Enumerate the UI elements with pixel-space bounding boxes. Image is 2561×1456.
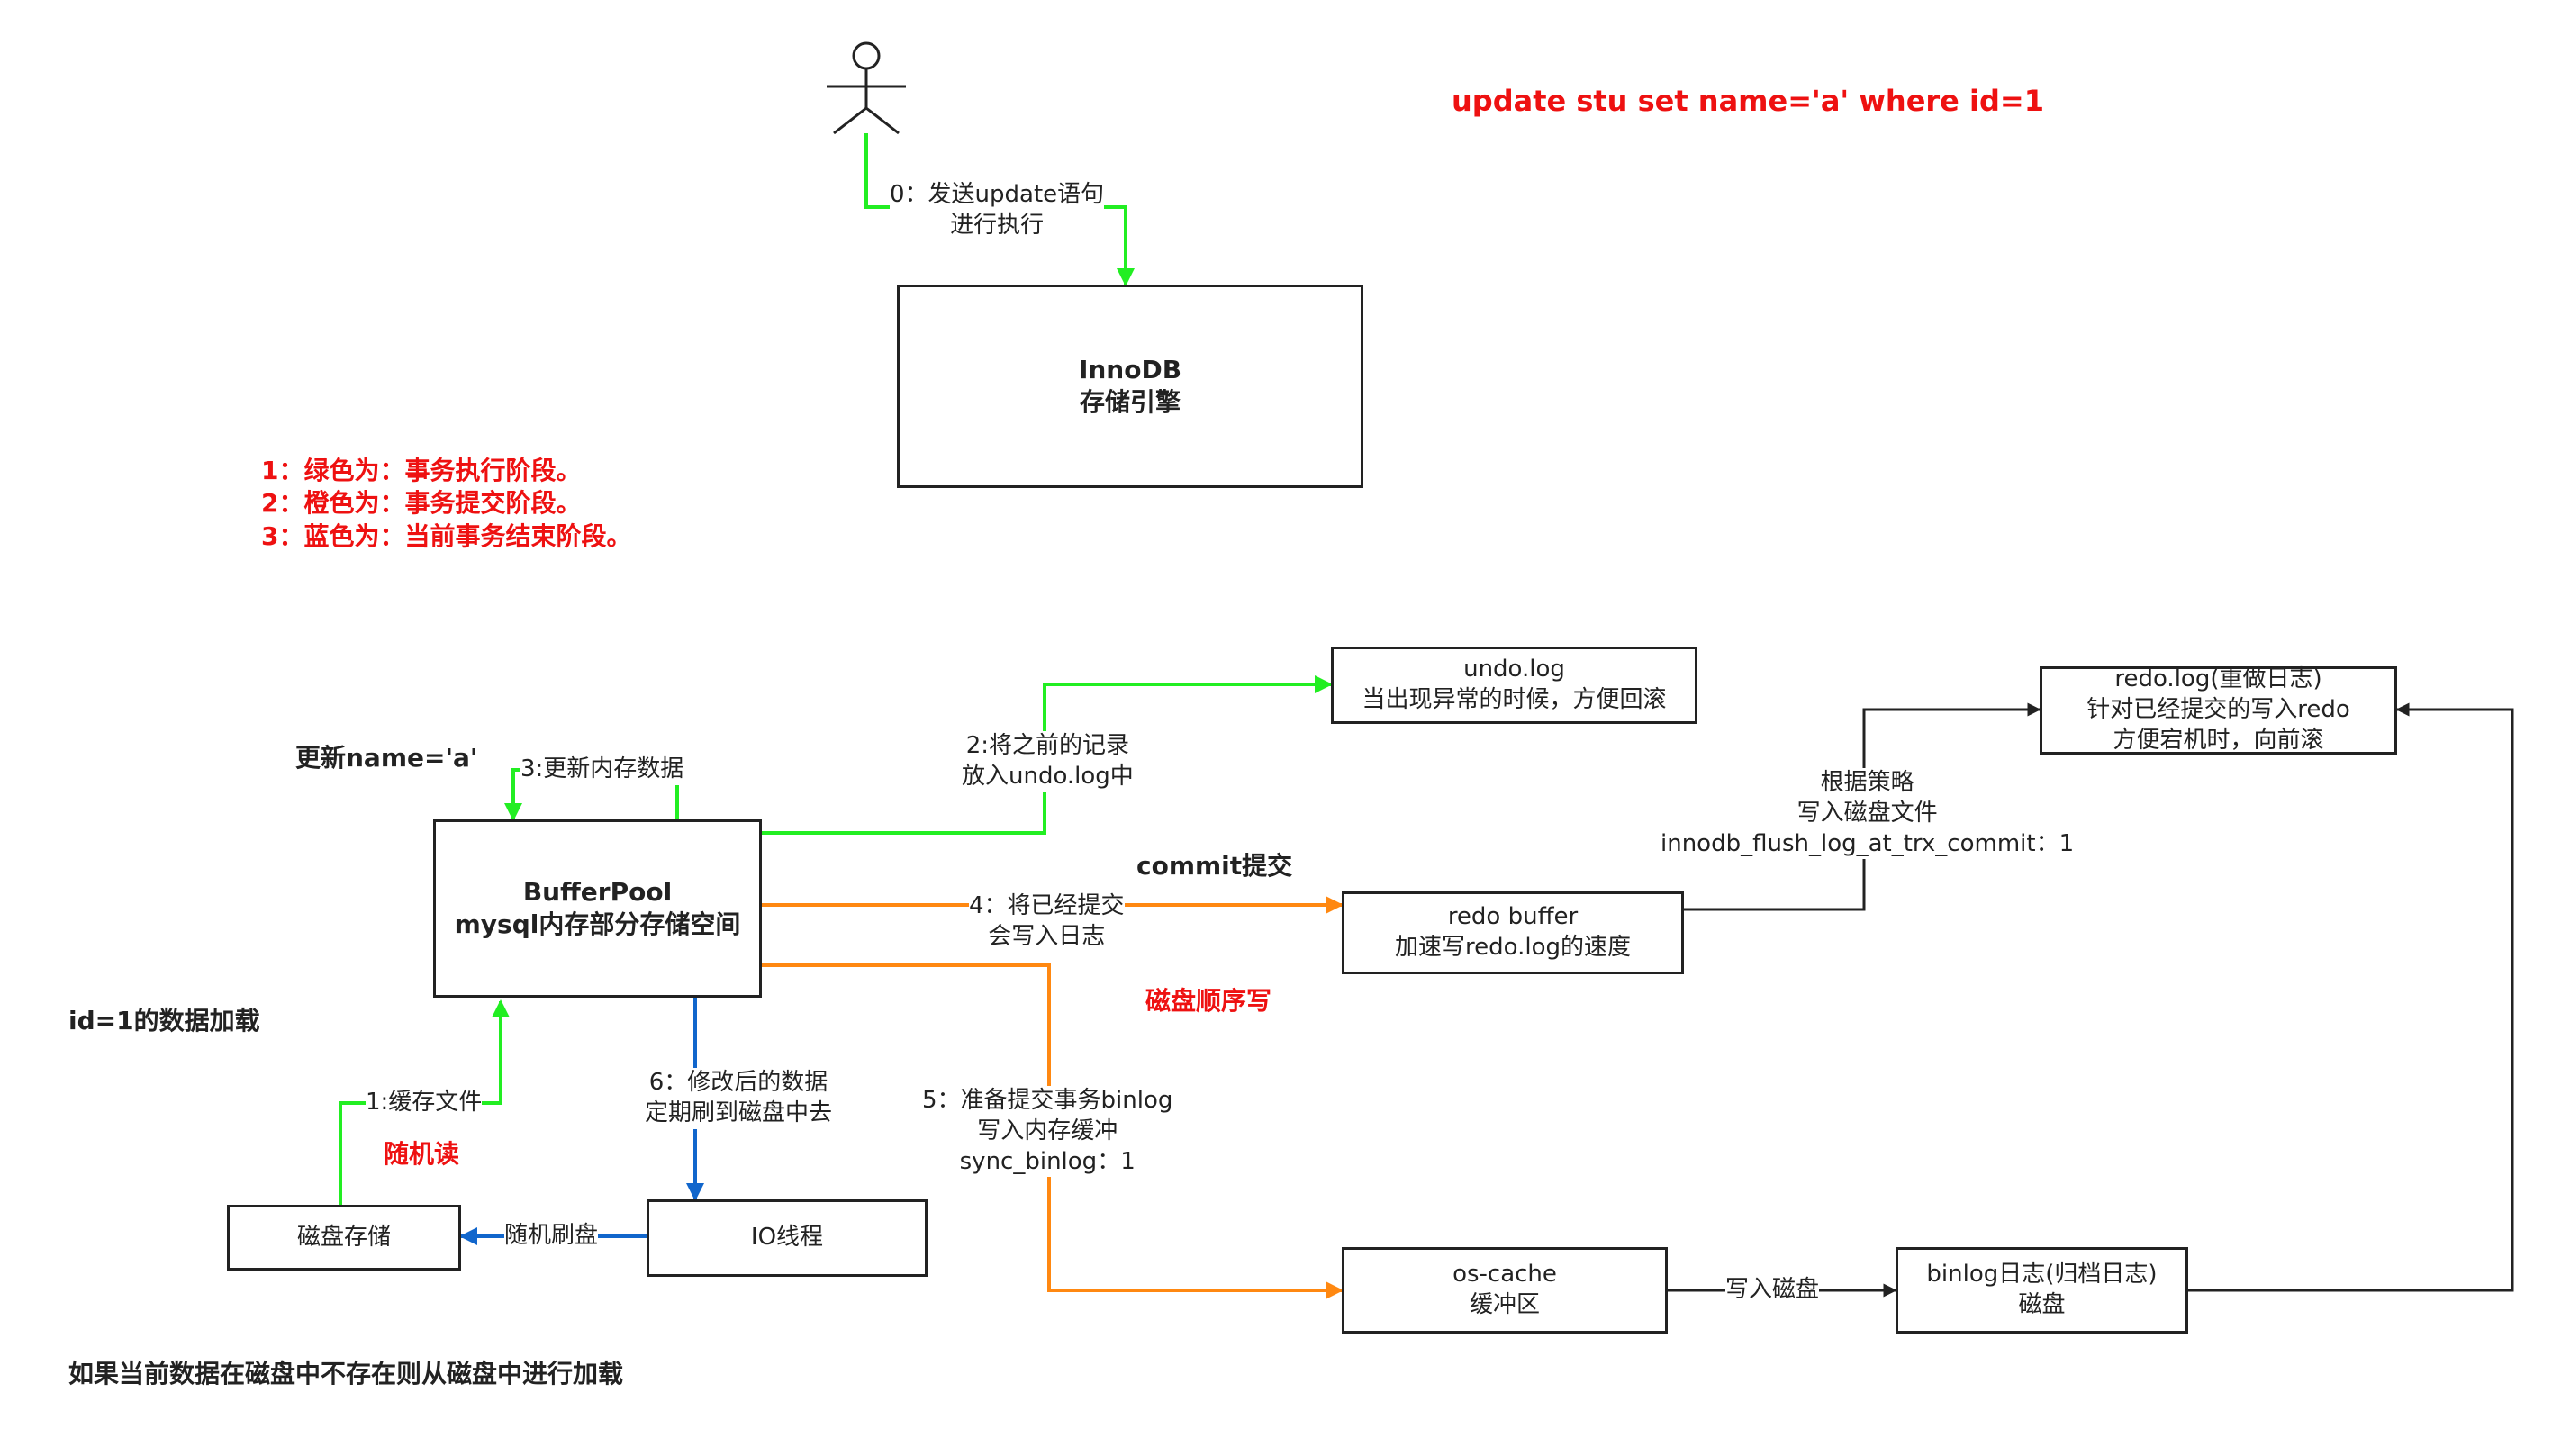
redolog-box: redo.log(重做日志) 针对已经提交的写入redo 方便宕机时，向前滚 <box>2040 665 2397 755</box>
innodb-subtitle: 存储引擎 <box>1079 387 1181 417</box>
redolog-desc: 针对已经提交的写入redo <box>2086 696 2350 724</box>
legend-item: 1：绿色为：事务执行阶段。 <box>261 456 582 485</box>
redo-buffer-box: redo buffer 加速写redo.log的速度 <box>1342 891 1684 974</box>
os-cache-box: os-cache 缓冲区 <box>1342 1247 1668 1334</box>
redo-strategy-label: 根据策略 写入磁盘文件 innodb_flush_log_at_trx_comm… <box>1661 768 2075 860</box>
undolog-desc: 当出现异常的时候，方便回滚 <box>1362 686 1667 713</box>
innodb-title: InnoDB <box>1078 354 1182 384</box>
legend-item: 2：橙色为：事务提交阶段。 <box>261 488 582 519</box>
random-flush-label: 随机刷盘 <box>504 1221 599 1252</box>
seq-write-note: 磁盘顺序写 <box>1145 986 1272 1016</box>
arrow-binlog-redo <box>2188 702 2514 1292</box>
step6-label: 6：修改后的数据 定期刷到磁盘中去 <box>645 1068 833 1129</box>
sql-statement: update stu set name='a' where id=1 <box>1452 84 2044 118</box>
load-if-absent-note: 如果当前数据在磁盘中不存在则从磁盘中进行加载 <box>68 1359 624 1388</box>
disk-storage-box: 磁盘存储 <box>227 1205 461 1271</box>
os-cache-title: os-cache <box>1452 1261 1557 1289</box>
user-actor-icon <box>827 41 906 135</box>
disk-storage-title: 磁盘存储 <box>296 1223 391 1251</box>
step0-label: 0：发送update语句 进行执行 <box>890 180 1105 241</box>
redolog-desc2: 方便宕机时，向前滚 <box>2113 726 2324 754</box>
redo-buffer-desc: 加速写redo.log的速度 <box>1395 934 1631 961</box>
legend-item: 3：蓝色为：当前事务结束阶段。 <box>261 520 632 551</box>
redolog-title: redo.log(重做日志) <box>2114 665 2322 693</box>
undolog-box: undo.log 当出现异常的时候，方便回滚 <box>1331 647 1697 724</box>
io-thread-box: IO线程 <box>647 1199 928 1277</box>
undolog-title: undo.log <box>1463 656 1565 683</box>
io-thread-title: IO线程 <box>750 1224 824 1252</box>
id-load-note: id=1的数据加载 <box>68 1006 260 1035</box>
bufferpool-box: BufferPool mysql内存部分存储空间 <box>433 819 762 998</box>
os-cache-desc: 缓冲区 <box>1469 1291 1540 1318</box>
write-disk-label: 写入磁盘 <box>1725 1275 1820 1306</box>
binlog-title: binlog日志(归档日志) <box>1926 1261 2158 1289</box>
commit-note: commit提交 <box>1136 851 1293 881</box>
innodb-box: InnoDB 存储引擎 <box>897 285 1363 488</box>
color-legend: 1：绿色为：事务执行阶段。 2：橙色为：事务提交阶段。 3：蓝色为：当前事务结束… <box>261 455 631 553</box>
step1-label: 1:缓存文件 <box>366 1088 483 1118</box>
step2-label: 2:将之前的记录 放入undo.log中 <box>962 731 1134 792</box>
redo-buffer-title: redo buffer <box>1447 903 1579 931</box>
binlog-desc: 磁盘 <box>2018 1291 2066 1318</box>
step5-label: 5：准备提交事务binlog 写入内存缓冲 sync_binlog：1 <box>922 1086 1173 1178</box>
random-read-note: 随机读 <box>384 1139 460 1169</box>
bufferpool-subtitle: mysql内存部分存储空间 <box>454 909 741 939</box>
step4-label: 4：将已经提交 会写入日志 <box>969 891 1125 953</box>
binlog-box: binlog日志(归档日志) 磁盘 <box>1896 1247 2188 1334</box>
step3-label: 3:更新内存数据 <box>520 755 684 785</box>
bufferpool-title: BufferPool <box>522 876 673 907</box>
update-name-note: 更新name='a' <box>295 743 478 773</box>
